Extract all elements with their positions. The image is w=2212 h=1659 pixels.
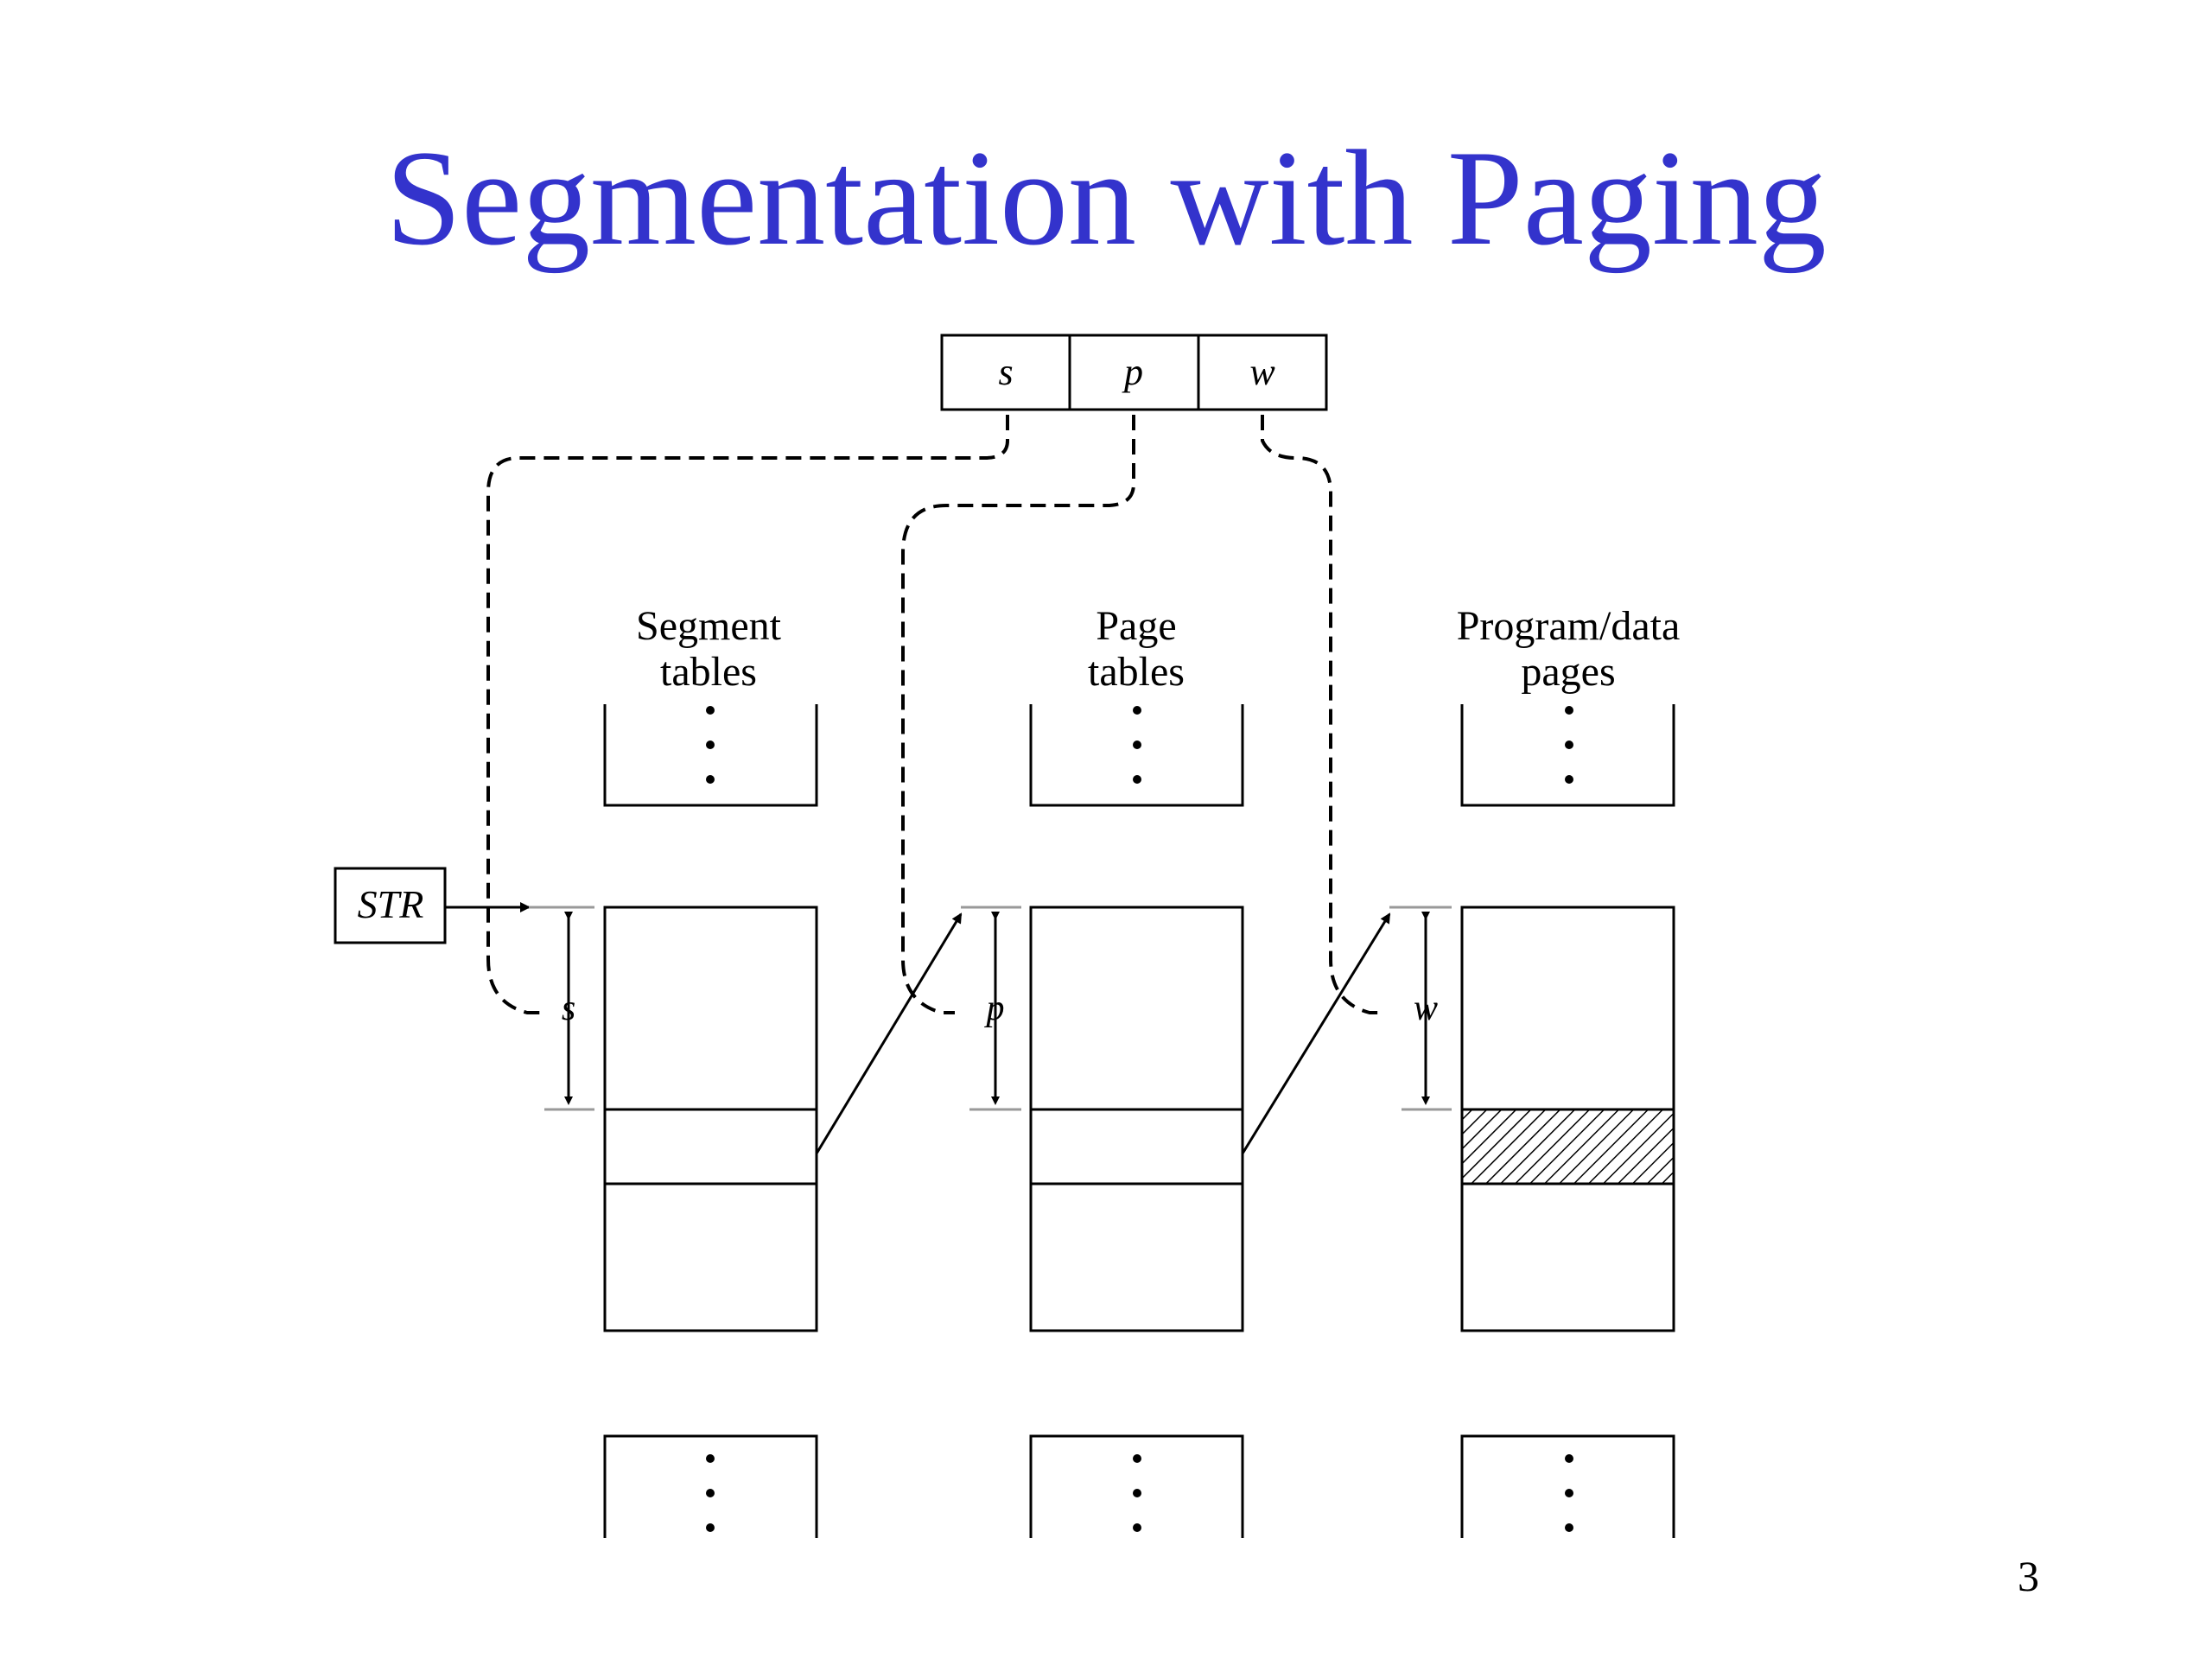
segment-tables-label-line1: Segment bbox=[636, 603, 782, 649]
ellipsis-dot bbox=[1133, 1523, 1141, 1532]
address-field-p: p bbox=[1122, 351, 1143, 393]
ellipsis-dot bbox=[1565, 1454, 1573, 1463]
ellipsis-dot bbox=[1565, 1523, 1573, 1532]
str-register: STR bbox=[334, 867, 531, 944]
ellipsis-dot bbox=[706, 775, 715, 784]
program-data-label-line1: Program/data bbox=[1457, 603, 1681, 649]
segment-tables-bottom-block bbox=[603, 1434, 818, 1538]
ellipsis-dot bbox=[1565, 775, 1573, 784]
virtual-address: s p w bbox=[940, 334, 1328, 411]
ellipsis-dot bbox=[706, 1523, 715, 1532]
program-data-pages-column: Program/data pages w bbox=[1389, 603, 1680, 1538]
ellipsis-dot bbox=[1565, 1489, 1573, 1497]
address-field-s: s bbox=[998, 351, 1013, 393]
w-dashed-path bbox=[1261, 415, 1382, 1014]
page-tables-bottom-block bbox=[1029, 1434, 1244, 1538]
page-to-frame-arrow bbox=[1241, 912, 1391, 1154]
target-word-hatched bbox=[1460, 1108, 1675, 1185]
ellipsis-dot bbox=[1133, 1489, 1141, 1497]
segment-to-page-arrow bbox=[815, 912, 963, 1154]
slide-title: Segmentation with Paging bbox=[385, 123, 1827, 274]
ellipsis-dot bbox=[706, 1489, 715, 1497]
segment-tables-top-block bbox=[603, 704, 818, 807]
ellipsis-dot bbox=[706, 741, 715, 749]
address-box bbox=[940, 334, 1328, 411]
ellipsis-dot bbox=[1565, 706, 1573, 715]
str-box bbox=[334, 867, 447, 944]
page-tables-label-line1: Page bbox=[1096, 603, 1176, 649]
w-offset-label: w bbox=[1414, 988, 1438, 1028]
page-tables-top-block bbox=[1029, 704, 1244, 807]
segment-table bbox=[603, 906, 818, 1332]
address-field-w: w bbox=[1249, 351, 1275, 393]
str-label: STR bbox=[358, 882, 424, 926]
page-table bbox=[1029, 906, 1244, 1332]
program-data-top-block bbox=[1460, 704, 1675, 807]
ellipsis-dot bbox=[1565, 741, 1573, 749]
ellipsis-dot bbox=[1133, 775, 1141, 784]
ellipsis-dot bbox=[706, 706, 715, 715]
page-tables-column: Page tables p bbox=[961, 603, 1244, 1538]
ellipsis-dot bbox=[706, 1454, 715, 1463]
segment-tables-column: Segment tables s bbox=[529, 603, 818, 1538]
page-tables-label-line2: tables bbox=[1088, 649, 1185, 695]
page-number: 3 bbox=[2018, 1552, 2039, 1600]
program-data-bottom-block bbox=[1460, 1434, 1675, 1538]
p-offset-label: p bbox=[984, 988, 1005, 1028]
s-offset-label: s bbox=[562, 988, 575, 1028]
ellipsis-dot bbox=[1133, 706, 1141, 715]
ellipsis-dot bbox=[1133, 741, 1141, 749]
program-data-label-line2: pages bbox=[1521, 649, 1615, 695]
segment-tables-label-line2: tables bbox=[660, 649, 757, 695]
ellipsis-dot bbox=[1133, 1454, 1141, 1463]
